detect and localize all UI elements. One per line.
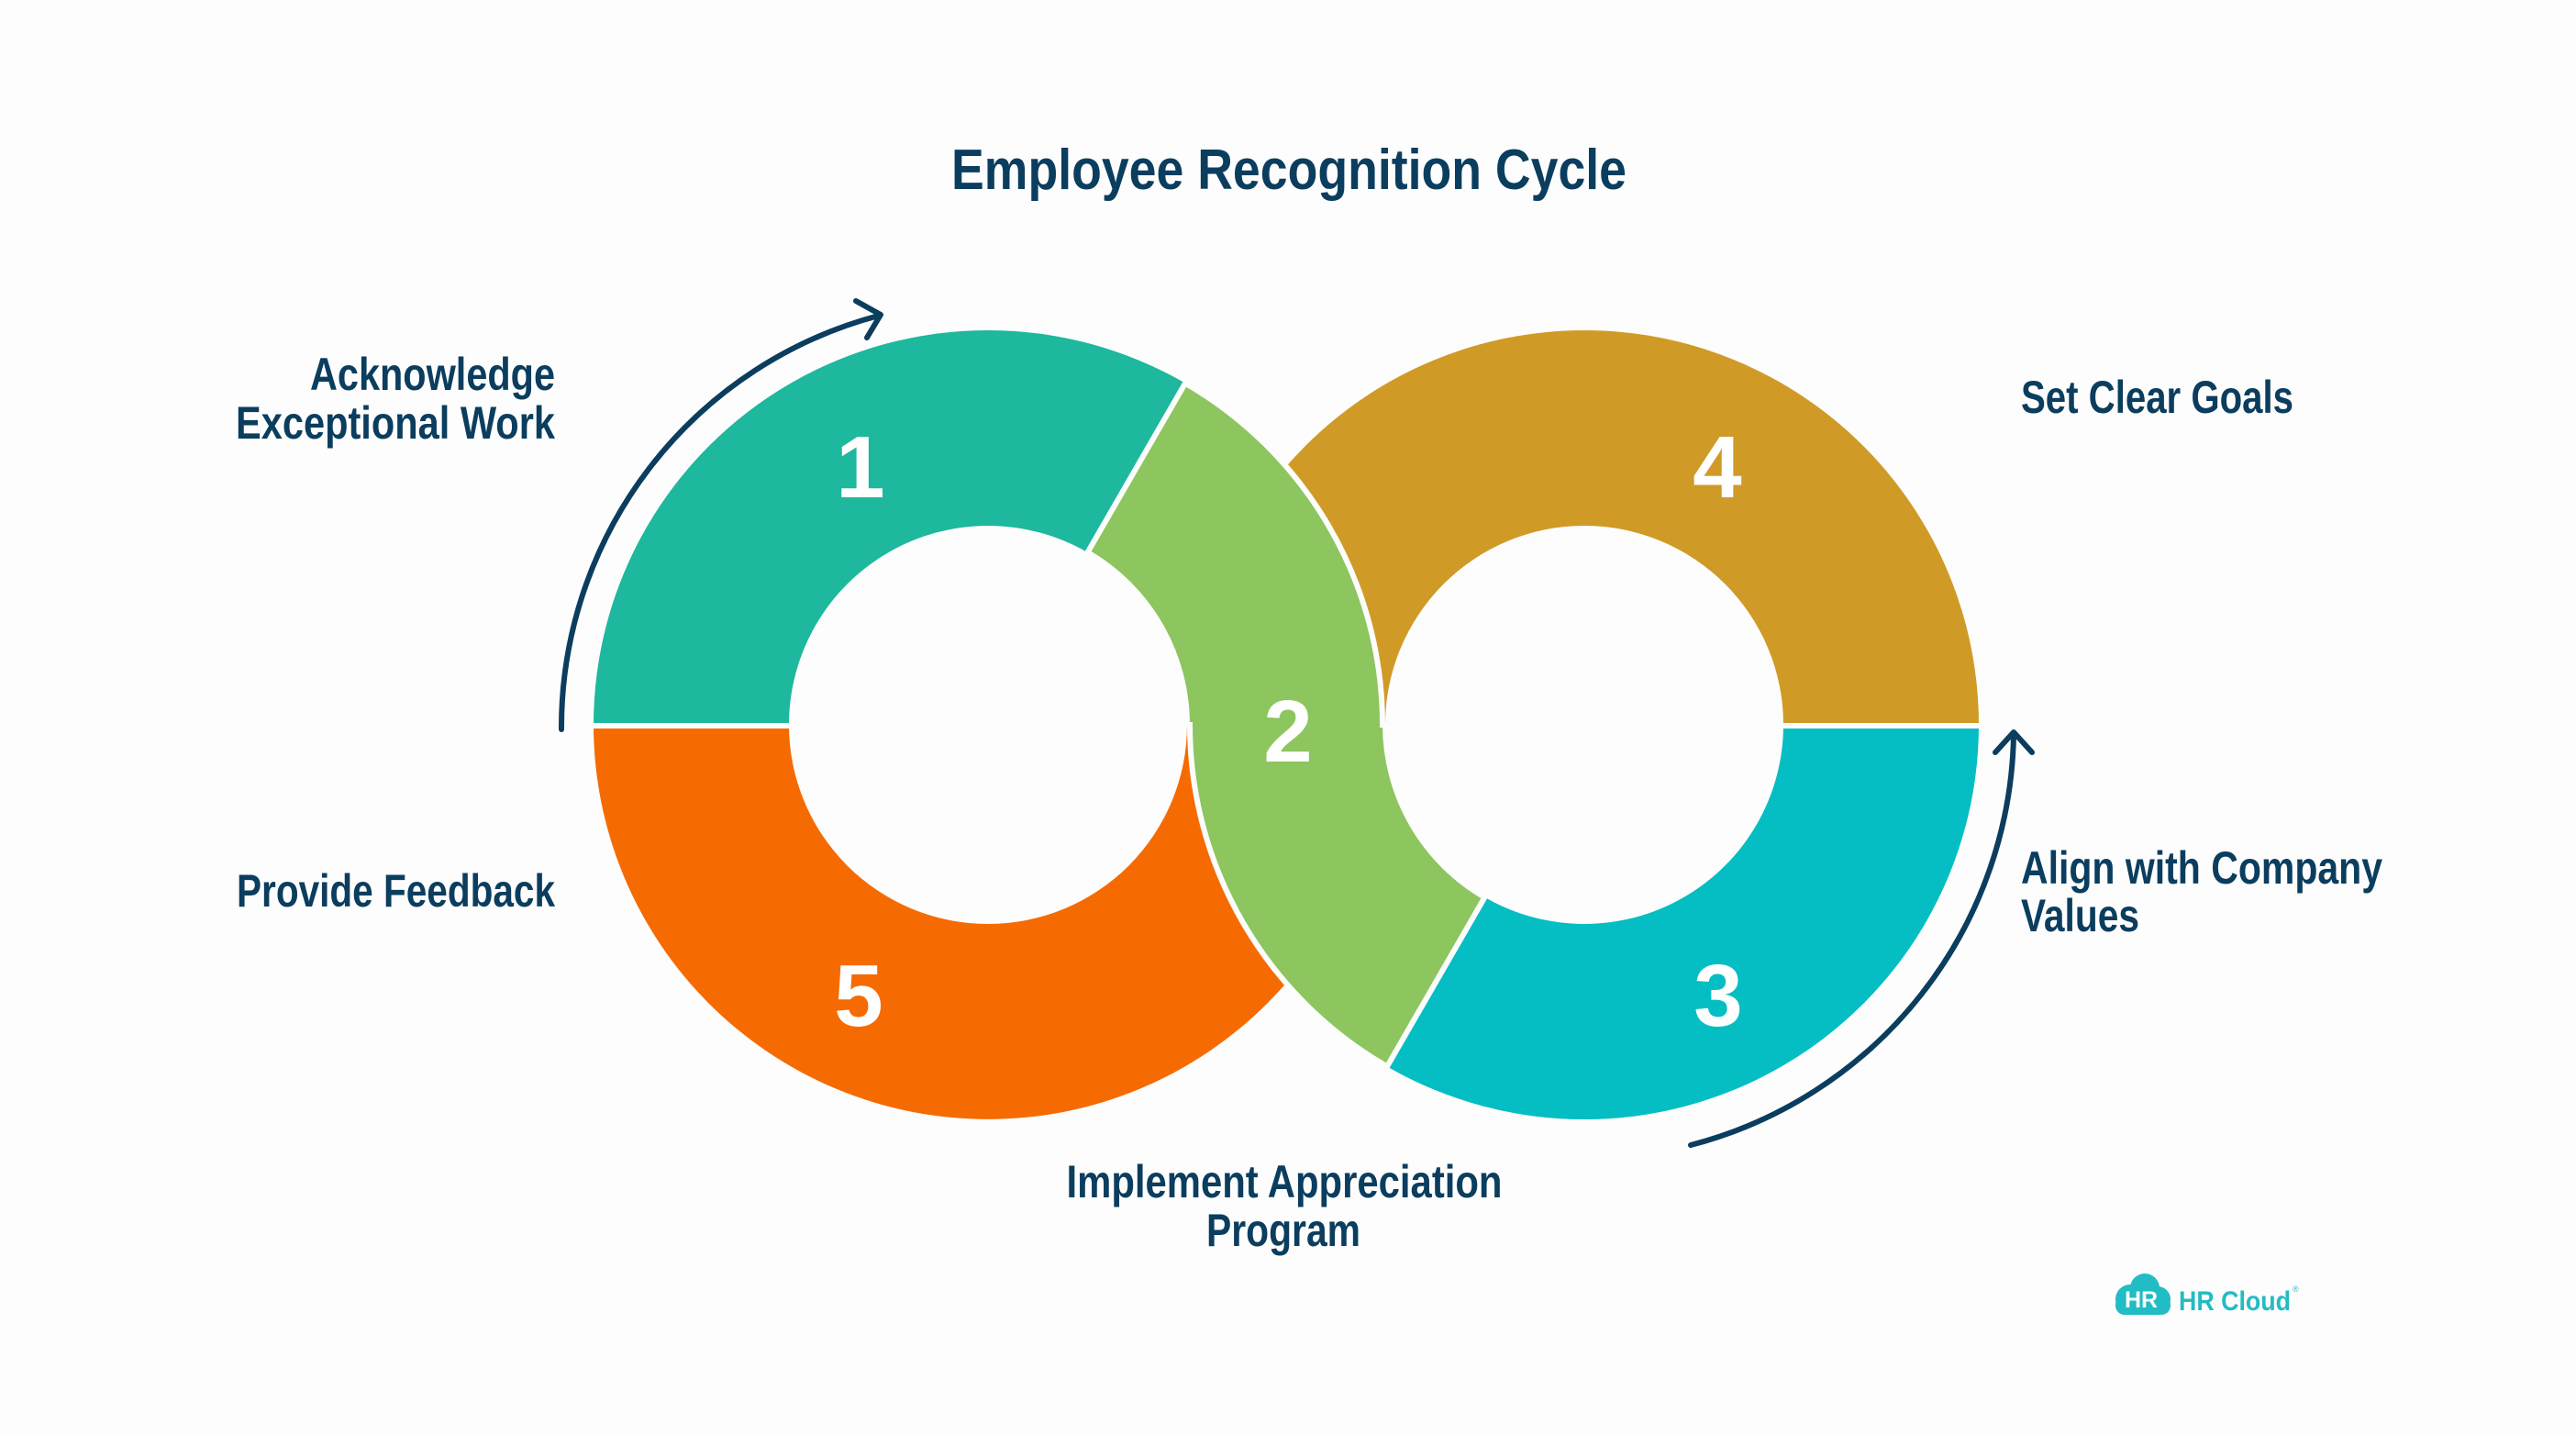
label-line: Program <box>1206 1205 1360 1256</box>
label-step-3: Align with Company Values <box>2021 842 2382 941</box>
label-line: Provide Feedback <box>237 865 555 917</box>
label-line: Values <box>2021 890 2139 941</box>
label-step-2: Implement Appreciation Program <box>1067 1156 1503 1256</box>
segment-3-align-values <box>1387 725 1979 1120</box>
hr-cloud-logo: HR HR Cloud ® <box>2115 1274 2299 1317</box>
curved-arrow-clockwise-icon <box>558 298 883 732</box>
label-line: Acknowledge <box>310 349 555 400</box>
curved-arrow-counterclockwise-icon <box>1688 729 2035 1148</box>
segment-2-appreciation-program <box>1083 379 1489 1071</box>
cloud-logo-icon <box>2115 1274 2171 1315</box>
step-number-5: 5 <box>834 947 883 1045</box>
label-line: Set Clear Goals <box>2021 372 2293 423</box>
step-number-2: 2 <box>1263 683 1312 781</box>
label-line: Implement Appreciation <box>1067 1156 1503 1207</box>
step-number-3: 3 <box>1693 947 1742 1045</box>
label-step-4: Set Clear Goals <box>2021 372 2293 423</box>
segment-1-acknowledge <box>594 329 1185 725</box>
label-line: Align with Company <box>2021 842 2382 894</box>
logo-badge-text: HR <box>2125 1287 2158 1313</box>
step-number-4: 4 <box>1693 418 1741 517</box>
registered-mark: ® <box>2293 1285 2299 1294</box>
label-line: Exceptional Work <box>236 397 555 449</box>
segment-5-feedback <box>594 725 1382 1119</box>
segment-4-set-goals <box>1190 330 1979 725</box>
label-step-5: Provide Feedback <box>237 865 555 917</box>
step-number-1: 1 <box>836 418 884 517</box>
logo-name: HR Cloud <box>2179 1286 2291 1317</box>
page-title: Employee Recognition Cycle <box>951 139 1627 202</box>
label-step-1: Acknowledge Exceptional Work <box>236 349 555 449</box>
